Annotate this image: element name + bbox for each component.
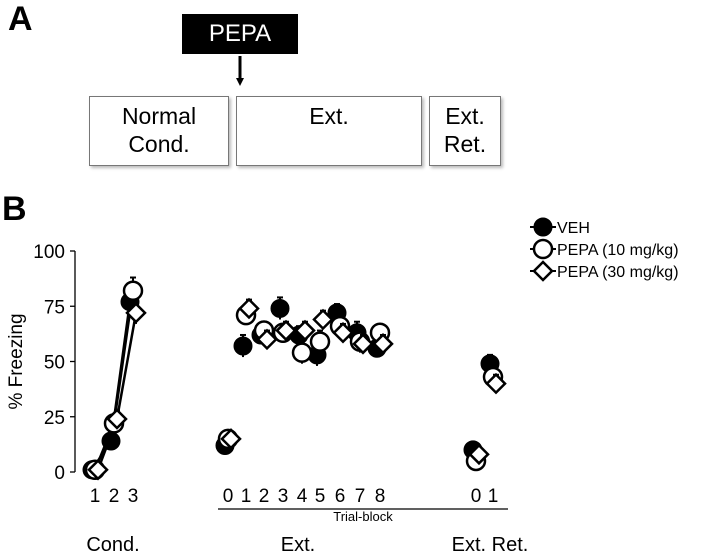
x-tick-label: 7	[355, 486, 366, 507]
data-point-open-diamond	[220, 428, 242, 450]
y-axis-title: % Freezing	[6, 313, 27, 409]
data-point-open-diamond	[238, 297, 260, 320]
data-point-open-diamond	[294, 319, 316, 342]
drug-label-box: PEPA	[182, 14, 298, 54]
phase-label: Ext. Ret.	[452, 534, 529, 555]
panel-a-letter: A	[8, 0, 33, 38]
data-point-open-diamond	[532, 260, 554, 282]
y-tick-label: 25	[44, 408, 65, 429]
x-tick-label: 8	[375, 486, 386, 507]
data-point-open-circle	[122, 280, 144, 302]
legend-label: PEPA (30 mg/kg)	[557, 264, 679, 281]
data-point-open-diamond	[468, 443, 490, 466]
x-tick-label: 2	[259, 486, 270, 507]
data-point-open-diamond	[332, 322, 354, 344]
y-tick-label: 0	[54, 463, 65, 484]
x-tick-label: 5	[315, 486, 326, 507]
data-point-open-circle	[291, 342, 313, 363]
phase-box-label-line1: Ext.	[445, 103, 485, 129]
phase-box-label-line1: Normal	[121, 103, 197, 129]
x-tick-label: 1	[488, 486, 499, 507]
x-tick-label: 0	[223, 486, 234, 507]
data-point-filled-circle	[270, 298, 290, 318]
data-point-open-diamond	[275, 319, 297, 342]
data-point-open-circle	[532, 238, 554, 260]
x-tick-label: 3	[278, 486, 289, 507]
phase-box-label-line2: Cond.	[128, 130, 190, 157]
x-tick-label: 6	[335, 486, 346, 507]
phase-label: Ext.	[281, 534, 315, 555]
phase-box-label-line2: Ret.	[443, 130, 487, 157]
x-axis-title: Trial-block	[333, 509, 393, 524]
phase-box-conditioning: Normal Cond.	[89, 96, 229, 166]
panel-b-letter: B	[2, 190, 27, 228]
x-tick-label: 4	[297, 486, 308, 507]
data-point-open-circle	[309, 331, 331, 352]
x-tick-label: 0	[471, 486, 482, 507]
data-point-open-diamond	[485, 372, 507, 395]
data-point-open-diamond	[372, 333, 394, 355]
data-point-open-diamond	[312, 308, 334, 331]
data-point-filled-circle	[101, 431, 121, 451]
y-tick-label: 75	[44, 297, 65, 318]
x-tick-label: 2	[109, 486, 120, 507]
data-point-open-diamond	[125, 302, 147, 324]
y-tick-label: 50	[44, 353, 65, 374]
drug-label: PEPA	[208, 20, 272, 47]
data-point-open-diamond	[106, 408, 128, 430]
x-tick-label: 1	[90, 486, 101, 507]
phase-box-extinction: Ext.	[236, 96, 422, 166]
x-tick-label: 3	[128, 486, 139, 507]
data-point-open-diamond	[256, 328, 278, 351]
phase-box-retrieval: Ext. Ret.	[429, 96, 501, 166]
legend-label: VEH	[557, 220, 590, 237]
x-tick-label: 1	[241, 486, 252, 507]
y-tick-label: 100	[33, 242, 65, 263]
data-point-filled-circle	[533, 217, 553, 237]
data-point-open-diamond	[87, 459, 109, 481]
phase-box-label-line1: Ext.	[309, 103, 349, 129]
data-point-filled-circle	[233, 336, 253, 356]
phase-label: Cond.	[86, 534, 139, 555]
data-point-open-diamond	[352, 333, 374, 355]
legend-label: PEPA (10 mg/kg)	[557, 242, 679, 259]
